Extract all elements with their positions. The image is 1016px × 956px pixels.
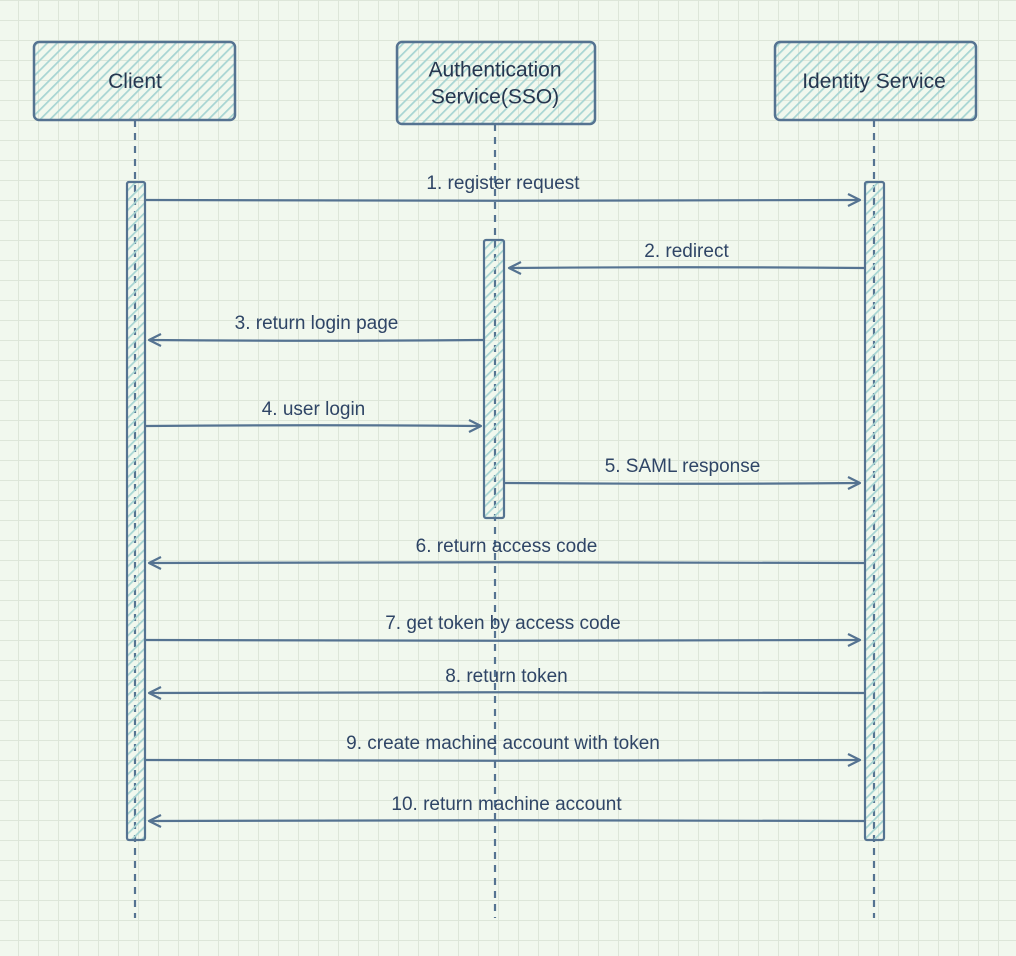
arrowhead-icon (847, 633, 862, 647)
activation-bar-identity (863, 180, 886, 842)
activation-bar-client (125, 180, 147, 842)
activation-bar-sso (482, 238, 506, 520)
message-arrow-line (504, 481, 861, 485)
participant-label: Identity Service (802, 70, 946, 93)
arrowhead-icon (468, 419, 483, 433)
arrowhead-icon (847, 476, 862, 490)
message-label: 1. register request (426, 173, 580, 194)
message-9: 9. create machine account with token (145, 733, 862, 767)
message-label: 5. SAML response (605, 456, 761, 477)
message-label: 10. return machine account (391, 794, 622, 815)
message-3: 3. return login page (147, 313, 485, 347)
participant-label: Authentication (428, 59, 561, 82)
arrowhead-icon (847, 193, 862, 207)
message-arrow-line (148, 561, 865, 565)
arrowhead-icon (847, 753, 862, 767)
message-arrow-line (148, 338, 485, 342)
participant-client: Client (32, 40, 237, 122)
message-label: 7. get token by access code (385, 613, 621, 634)
message-label: 9. create machine account with token (346, 733, 660, 754)
message-arrow-line (148, 691, 865, 695)
arrowhead-icon (147, 686, 162, 700)
message-7: 7. get token by access code (145, 613, 862, 647)
message-arrow-line (508, 266, 865, 270)
message-2: 2. redirect (507, 241, 865, 275)
message-4: 4. user login (145, 399, 483, 433)
message-label: 4. user login (262, 399, 366, 420)
arrowhead-icon (147, 814, 162, 828)
message-arrow-line (145, 758, 861, 762)
message-label: 8. return token (445, 666, 568, 687)
participant-box (773, 40, 978, 122)
participant-identity: Identity Service (773, 40, 978, 122)
message-arrow-line (145, 638, 861, 642)
message-arrow-line (145, 198, 861, 202)
arrowhead-icon (147, 556, 162, 570)
participant-label: Service(SSO) (431, 86, 559, 109)
participant-box (395, 40, 597, 126)
message-label: 3. return login page (235, 313, 399, 334)
message-arrow-line (148, 819, 865, 823)
participant-box (32, 40, 237, 122)
participant-label: Client (108, 70, 162, 93)
message-10: 10. return machine account (147, 794, 865, 828)
message-label: 6. return access code (416, 536, 598, 557)
arrowhead-icon (147, 333, 162, 347)
message-6: 6. return access code (147, 536, 865, 570)
message-arrow-line (145, 424, 482, 428)
message-label: 2. redirect (644, 241, 729, 262)
message-1: 1. register request (145, 173, 862, 207)
message-5: 5. SAML response (504, 456, 862, 490)
arrowhead-icon (507, 261, 522, 275)
message-8: 8. return token (147, 666, 865, 700)
